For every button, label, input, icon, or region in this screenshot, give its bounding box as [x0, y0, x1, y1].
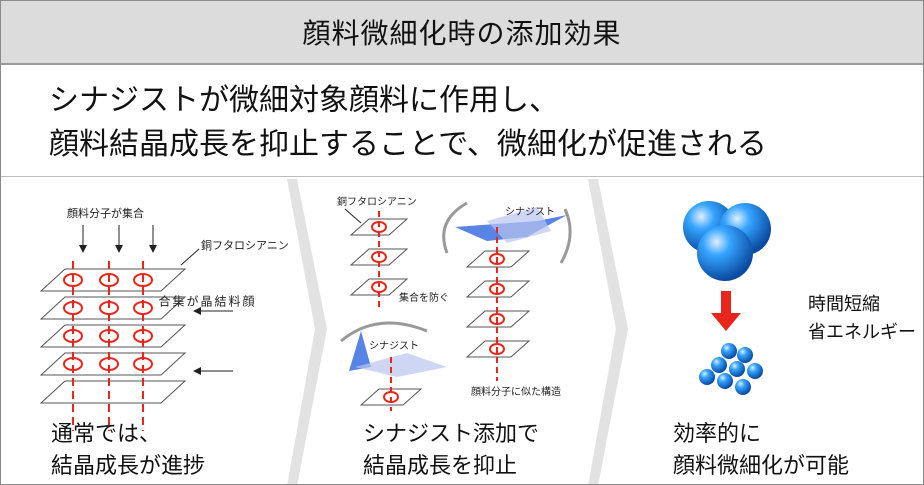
header-title: 顔料微細化時の添加効果	[302, 17, 622, 50]
effect-labels: 時間短縮 省エネルギー	[808, 291, 916, 347]
caption-result: 効率的に 顔料微細化が可能	[673, 419, 849, 483]
headline: シナジストが微細対象顔料に作用し、 顔料結晶成長を抑止することで、微細化が促進さ…	[49, 79, 767, 167]
caption-synergist-line-2: 結晶成長を抑止	[363, 454, 518, 479]
chevron-right-icon	[287, 179, 327, 484]
caption-normal-line-1: 通常では、	[51, 422, 162, 447]
effect-time-saving: 時間短縮	[808, 294, 880, 315]
header-bar: 顔料微細化時の添加効果	[1, 1, 923, 65]
arrow-left-icon	[193, 307, 233, 375]
synergist-illustration: 銅フタロシアニン シナジスト 集合を防ぐ	[337, 195, 572, 411]
small-particles-icon	[699, 343, 763, 395]
caption-normal-line-2: 結晶成長が進捗	[51, 454, 206, 479]
label-crystal-aggregate: 顔料結晶が集合	[157, 295, 255, 307]
caption-synergist-line-1: シナジスト添加で	[363, 422, 540, 447]
particle-illustration	[683, 201, 771, 395]
crystal-stack-illustration: 顔料分子が集合 銅フタロシアニン	[67, 206, 289, 266]
label-prevent-aggregation: 集合を防ぐ	[399, 291, 449, 304]
headline-line-2: 顔料結晶成長を抑止することで、微細化が促進される	[49, 127, 767, 162]
label-similar-structure: 顔料分子に似た構造	[471, 385, 561, 398]
label-synergist-bottom: シナジスト	[369, 340, 419, 352]
red-down-arrow-icon	[711, 291, 741, 331]
headline-line-1: シナジストが微細対象顔料に作用し、	[49, 83, 559, 118]
chevron-right-icon	[588, 179, 628, 484]
label-copper-phthalocyanine: 銅フタロシアニン	[201, 238, 289, 252]
molecule-layers-icon	[39, 261, 187, 431]
caption-normal: 通常では、 結晶成長が進捗	[51, 419, 205, 483]
label-molecules-gather: 顔料分子が集合	[67, 206, 144, 220]
label-synergist-top: シナジスト	[505, 206, 555, 218]
label-copper-phthalocyanine-2: 銅フタロシアニン	[337, 195, 417, 208]
section-divider	[1, 176, 923, 177]
large-particle-icon	[683, 201, 771, 281]
caption-result-line-2: 顔料微細化が可能	[673, 454, 850, 479]
caption-result-line-1: 効率的に	[673, 422, 762, 447]
caption-synergist: シナジスト添加で 結晶成長を抑止	[363, 419, 539, 483]
effect-energy-saving: 省エネルギー	[808, 322, 916, 343]
